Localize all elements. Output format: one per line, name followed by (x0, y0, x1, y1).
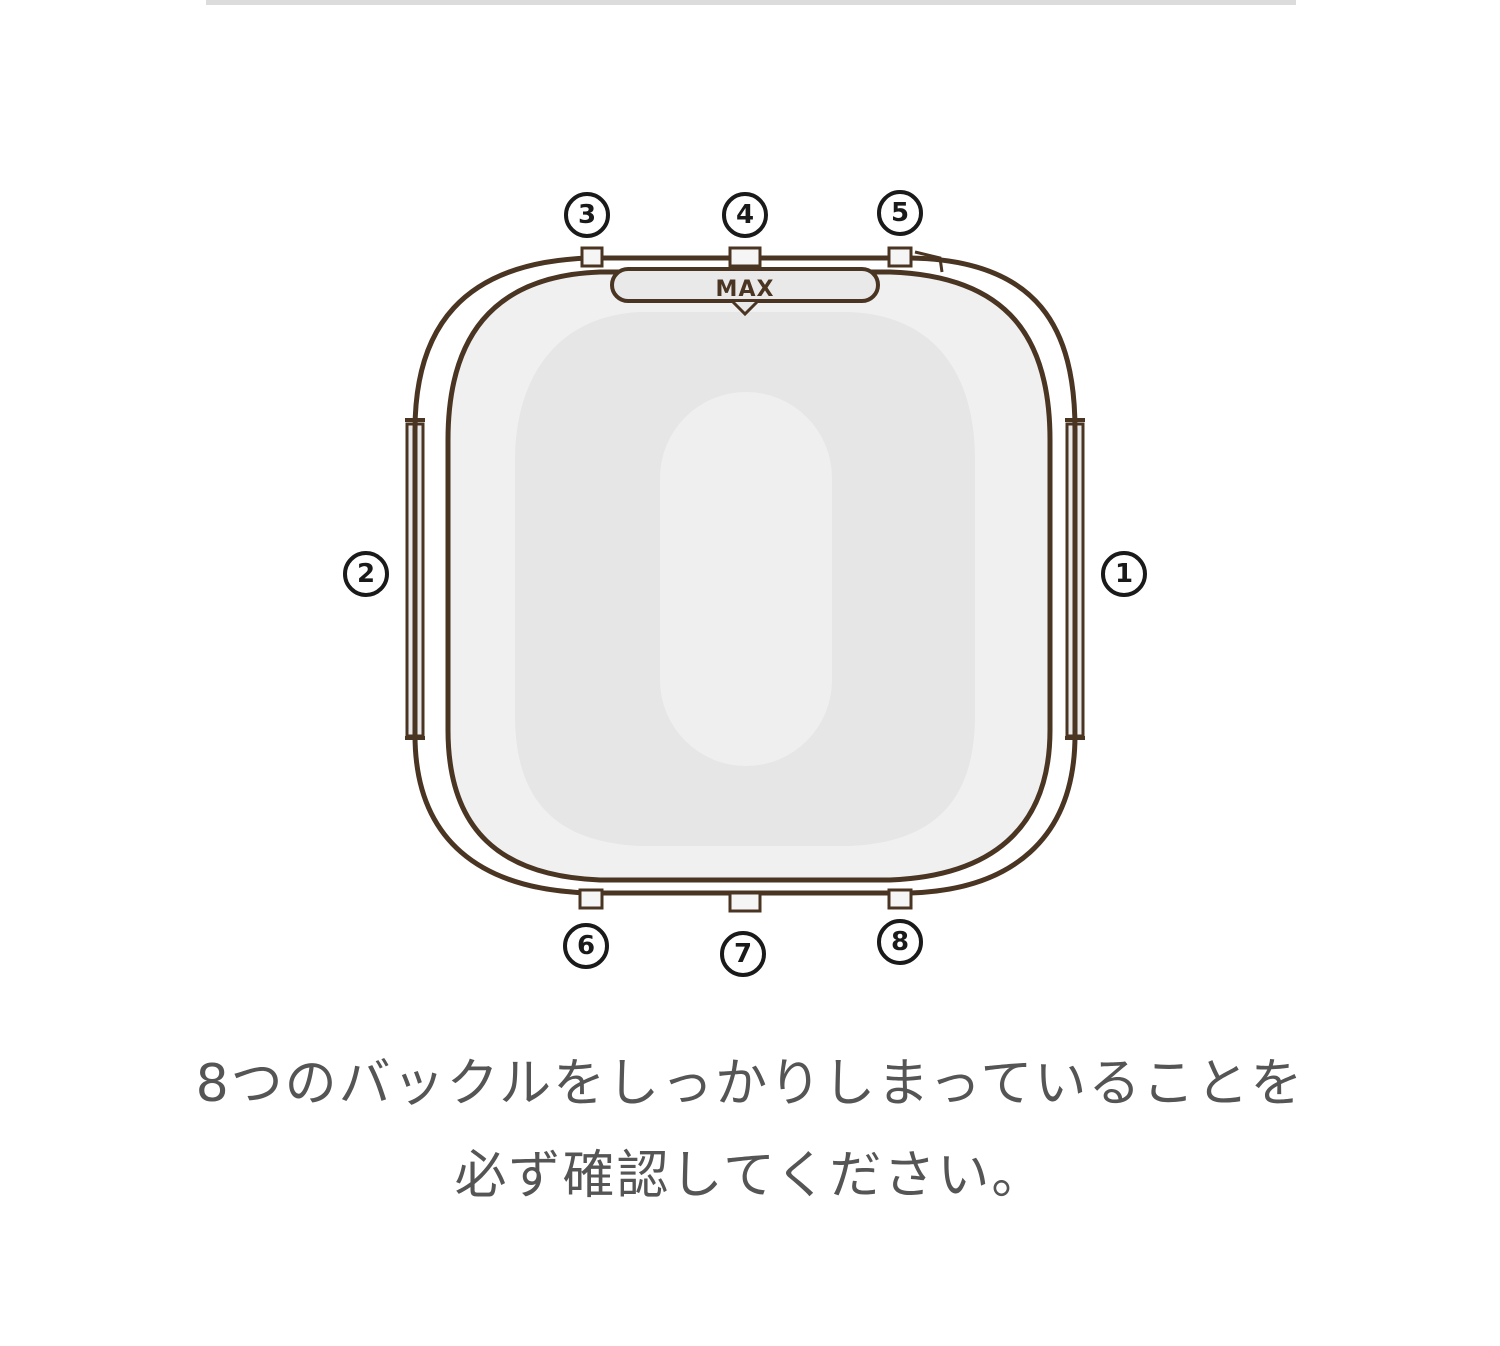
buckle-marker-7: 7 (720, 931, 766, 977)
container-diagram: MAX 1 2 3 4 5 (343, 190, 1147, 977)
top-divider (206, 0, 1296, 5)
svg-text:8: 8 (891, 927, 909, 957)
buckle-clip-7 (728, 891, 762, 913)
instruction-caption: 8つのバックルをしっかりしまっていることを 必ず確認してください。 (0, 1038, 1500, 1222)
side-hinge-ticks (405, 418, 1085, 740)
svg-text:3: 3 (578, 200, 596, 230)
svg-text:5: 5 (891, 198, 909, 228)
buckle-clip-3 (580, 246, 604, 268)
max-fill-badge (610, 267, 880, 303)
buckle-clip-5 (887, 246, 944, 273)
svg-text:2: 2 (357, 559, 375, 589)
svg-text:1: 1 (1115, 559, 1133, 589)
buckle-clip-4 (728, 246, 762, 268)
max-label: MAX (716, 277, 775, 302)
buckle-marker-1: 1 (1101, 551, 1147, 597)
buckle-clip-8 (887, 888, 913, 910)
max-fill-pointer (731, 300, 759, 317)
buckle-marker-5: 5 (877, 190, 923, 236)
buckle-clip-6 (578, 888, 604, 910)
buckle-marker-8: 8 (877, 919, 923, 965)
buckle-marker-6: 6 (563, 923, 609, 969)
buckle-marker-4: 4 (722, 192, 768, 238)
caption-line-2: 必ず確認してください。 (454, 1146, 1046, 1206)
svg-text:4: 4 (736, 200, 754, 230)
buckle-marker-2: 2 (343, 551, 389, 597)
center-oval (660, 392, 832, 766)
caption-line-1: 8つのバックルをしっかりしまっていることを (195, 1054, 1305, 1114)
buckle-marker-3: 3 (564, 192, 610, 238)
svg-text:7: 7 (734, 939, 752, 969)
svg-text:6: 6 (577, 931, 595, 961)
